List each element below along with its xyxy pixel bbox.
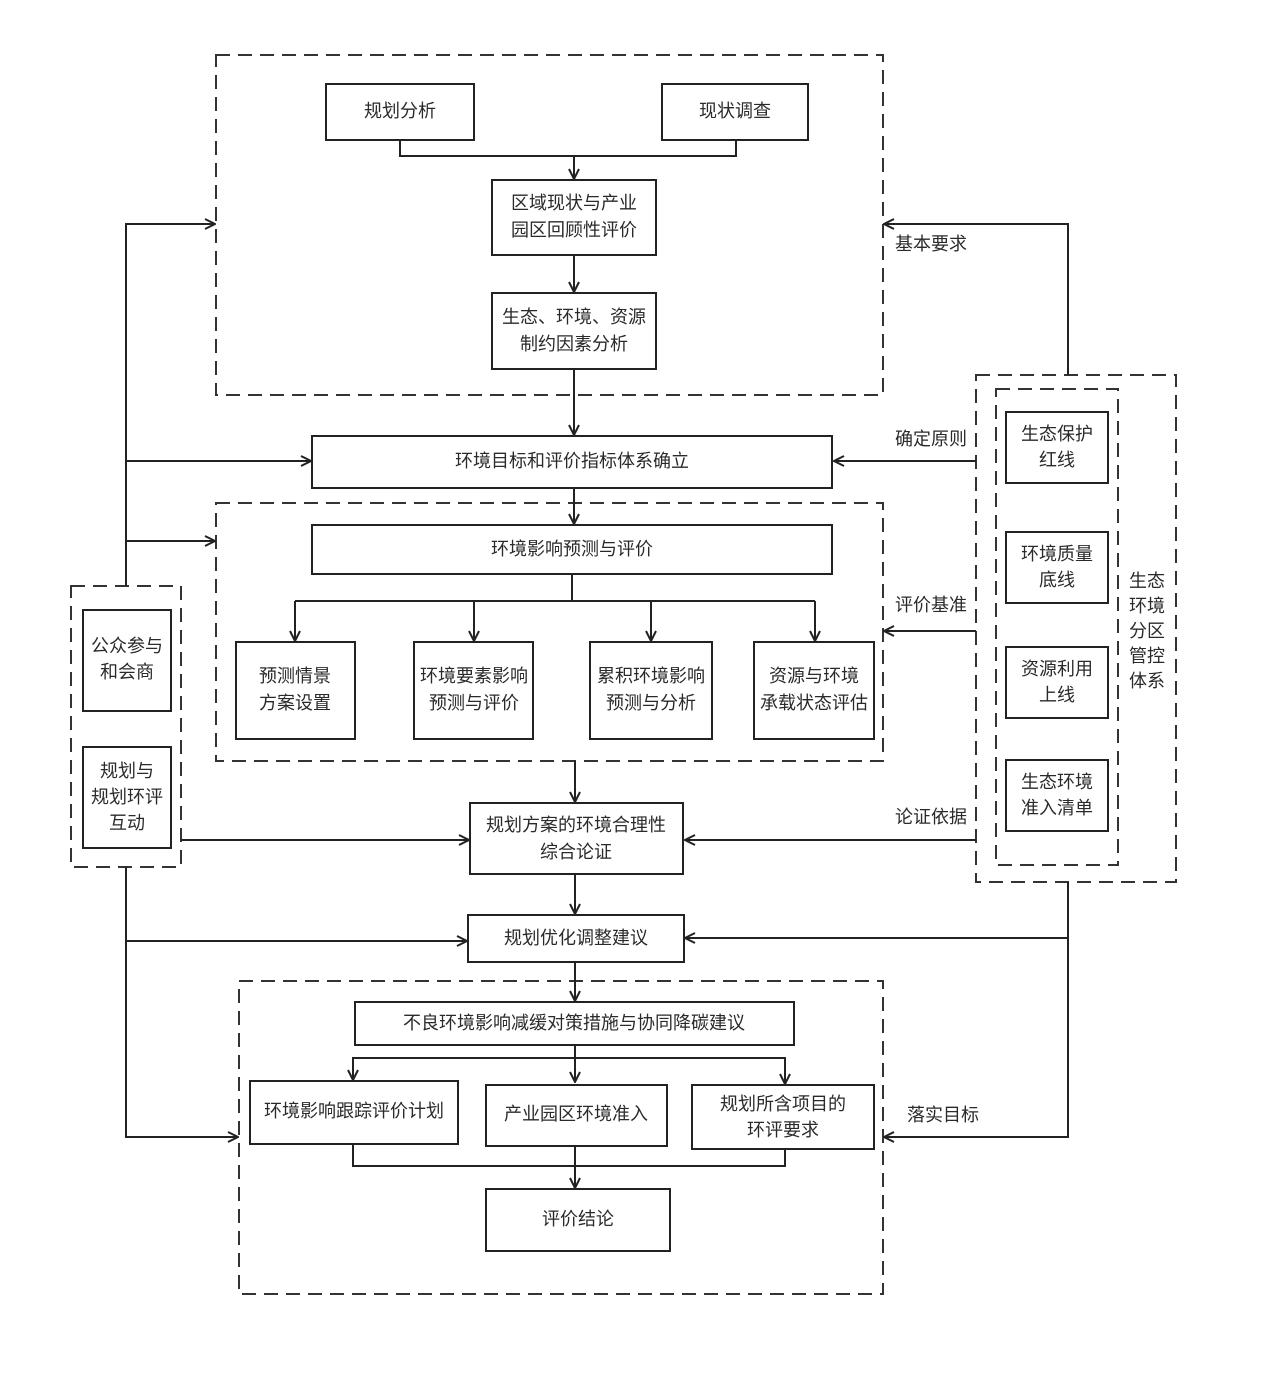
right-item-4-box: 生态环境 准入清单 xyxy=(1005,759,1109,832)
right-group-inner-frame xyxy=(995,388,1119,866)
optimization-label: 规划优化调整建议 xyxy=(504,928,648,949)
planning-analysis-box: 规划分析 xyxy=(325,83,475,141)
right-item-2-line-2: 底线 xyxy=(1039,570,1075,591)
retrospective-eval-line-2: 园区回顾性评价 xyxy=(511,220,637,241)
retrospective-eval-line-1: 区域现状与产业 xyxy=(511,193,637,214)
edge-label-demonstration-basis: 论证依据 xyxy=(895,807,967,828)
mitigation-box: 不良环境影响减缓对策措施与协同降碳建议 xyxy=(354,1001,795,1046)
pred-item-1-line-2: 方案设置 xyxy=(259,693,331,714)
right-title-line-4: 管控 xyxy=(1129,646,1165,667)
bottom-item-1-box: 环境影响跟踪评价计划 xyxy=(249,1080,459,1145)
right-title-line-1: 生态 xyxy=(1129,571,1165,592)
status-survey-box: 现状调查 xyxy=(661,83,809,141)
bottom-item-3-line-2: 环评要求 xyxy=(747,1120,819,1141)
right-item-2-box: 环境质量 底线 xyxy=(1005,531,1109,604)
left-item-1-box: 公众参与 和会商 xyxy=(82,609,172,712)
right-title-line-5: 体系 xyxy=(1129,671,1165,692)
right-title-line-2: 环境 xyxy=(1129,596,1165,617)
right-title-line-3: 分区 xyxy=(1129,621,1165,642)
edge-label-determine-principles: 确定原则 xyxy=(895,429,967,450)
status-survey-label: 现状调查 xyxy=(699,101,771,122)
left-item-2-line-2: 规划环评 xyxy=(91,787,163,808)
retrospective-eval-box: 区域现状与产业 园区回顾性评价 xyxy=(491,179,657,256)
planning-analysis-label: 规划分析 xyxy=(364,101,436,122)
prediction-title-box: 环境影响预测与评价 xyxy=(311,524,833,575)
left-item-1-line-1: 公众参与 xyxy=(91,636,163,657)
constraint-analysis-box: 生态、环境、资源 制约因素分析 xyxy=(491,292,657,370)
target-system-label: 环境目标和评价指标体系确立 xyxy=(455,451,689,472)
arrow-right-basic-requirements xyxy=(884,224,1069,375)
right-item-4-line-2: 准入清单 xyxy=(1021,798,1093,819)
pred-item-3-line-2: 预测与分析 xyxy=(606,693,696,714)
arrow-left-to-bottom-section xyxy=(125,867,238,1137)
pred-item-3-line-1: 累积环境影响 xyxy=(597,666,705,687)
pred-item-2-line-2: 预测与评价 xyxy=(429,693,519,714)
right-item-3-line-1: 资源利用 xyxy=(1021,659,1093,680)
rationality-box: 规划方案的环境合理性 综合论证 xyxy=(469,802,684,875)
pred-item-4-line-1: 资源与环境 xyxy=(769,666,859,687)
pred-item-2-box: 环境要素影响 预测与评价 xyxy=(413,641,534,740)
pred-item-4-line-2: 承载状态评估 xyxy=(760,693,868,714)
right-item-1-box: 生态保护 红线 xyxy=(1005,411,1109,484)
connectors xyxy=(125,140,1069,1188)
right-item-3-line-2: 上线 xyxy=(1039,685,1075,706)
left-item-2-line-1: 规划与 xyxy=(100,761,154,782)
arrow-right-implement-targets xyxy=(884,882,1069,1137)
bottom-item-2-box: 产业园区环境准入 xyxy=(485,1084,668,1147)
mitigation-label: 不良环境影响减缓对策措施与协同降碳建议 xyxy=(403,1013,745,1034)
bottom-item-3-box: 规划所含项目的 环评要求 xyxy=(691,1084,875,1150)
right-item-3-box: 资源利用 上线 xyxy=(1005,646,1109,719)
right-item-1-line-2: 红线 xyxy=(1039,450,1075,471)
pred-item-1-box: 预测情景 方案设置 xyxy=(235,641,356,740)
right-item-2-line-1: 环境质量 xyxy=(1021,544,1093,565)
left-item-1-line-2: 和会商 xyxy=(100,662,154,683)
prediction-title-label: 环境影响预测与评价 xyxy=(491,539,653,560)
left-item-2-line-3: 互动 xyxy=(109,813,145,834)
pred-item-1-line-1: 预测情景 xyxy=(259,666,331,687)
pred-item-4-box: 资源与环境 承载状态评估 xyxy=(753,641,875,740)
conclusion-box: 评价结论 xyxy=(485,1188,671,1252)
bottom-item-3-line-1: 规划所含项目的 xyxy=(720,1094,846,1115)
pred-item-3-box: 累积环境影响 预测与分析 xyxy=(589,641,713,740)
rationality-line-1: 规划方案的环境合理性 xyxy=(486,815,666,836)
right-group-outer-frame xyxy=(975,374,1177,883)
left-item-2-box: 规划与 规划环评 互动 xyxy=(82,746,172,849)
merge-line-top xyxy=(399,140,737,157)
merge-line-bottom xyxy=(352,1144,786,1167)
optimization-box: 规划优化调整建议 xyxy=(467,914,685,963)
constraint-analysis-line-1: 生态、环境、资源 xyxy=(502,307,646,328)
bottom-item-1-label: 环境影响跟踪评价计划 xyxy=(264,1101,444,1122)
conclusion-label: 评价结论 xyxy=(542,1209,614,1230)
edge-label-basic-requirements: 基本要求 xyxy=(895,234,967,255)
pred-item-2-line-1: 环境要素影响 xyxy=(420,666,528,687)
right-group-title: 生态 环境 分区 管控 体系 xyxy=(1129,571,1165,692)
arrow-left-to-top-section xyxy=(125,224,215,586)
constraint-analysis-line-2: 制约因素分析 xyxy=(520,334,628,355)
right-item-1-line-1: 生态保护 xyxy=(1021,424,1093,445)
bottom-item-2-label: 产业园区环境准入 xyxy=(504,1104,648,1125)
edge-label-evaluation-benchmark: 评价基准 xyxy=(895,595,967,616)
edge-label-implement-targets: 落实目标 xyxy=(907,1105,979,1126)
rationality-line-2: 综合论证 xyxy=(540,842,612,863)
target-system-box: 环境目标和评价指标体系确立 xyxy=(311,435,833,489)
right-item-4-line-1: 生态环境 xyxy=(1021,772,1093,793)
